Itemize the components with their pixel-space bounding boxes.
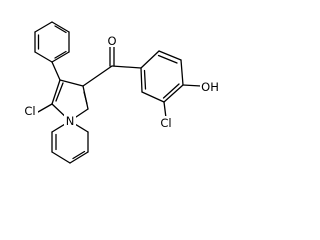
bond <box>141 91 165 103</box>
carbonyl-group <box>109 45 115 67</box>
bond <box>34 21 53 33</box>
phenyl-ring <box>34 21 70 63</box>
hydroxyl-label: OH <box>201 80 219 94</box>
double-bond-inner <box>55 82 64 102</box>
bond <box>182 84 202 87</box>
bond <box>180 59 184 86</box>
bond <box>34 51 53 63</box>
bond <box>163 84 184 103</box>
double-bond-inner <box>143 69 147 90</box>
double-bond-inner <box>54 50 67 59</box>
bond <box>163 101 167 119</box>
bond <box>59 79 84 87</box>
chlorine-label: Cl <box>24 104 35 118</box>
double-bond-inner <box>83 91 88 105</box>
pyrrole-ring <box>51 79 89 122</box>
double-bond-inner <box>157 54 178 64</box>
bond <box>51 21 70 33</box>
hydroxychlorophenyl-ring <box>140 50 184 103</box>
atom-label-nitrogen: N <box>64 114 76 128</box>
atom-label-chlorine-left: Cl <box>22 104 38 118</box>
bond <box>51 61 61 81</box>
double-bond-inner <box>162 83 180 99</box>
chlorine-label: Cl <box>160 116 171 130</box>
atom-label-oxygen: O <box>106 34 118 48</box>
bond <box>51 51 70 63</box>
double-bond-inner <box>72 150 86 160</box>
double-bond-inner <box>54 25 67 34</box>
bond <box>69 151 89 164</box>
bond <box>158 50 182 61</box>
pyridine-ring <box>51 120 89 164</box>
oxygen-label: O <box>107 34 116 48</box>
bond <box>51 79 61 105</box>
bond <box>111 65 142 69</box>
bond <box>140 67 143 93</box>
atom-label-chlorine-right: Cl <box>158 116 175 130</box>
bond <box>37 103 53 113</box>
bond <box>82 65 113 87</box>
nitrogen-label: N <box>66 114 75 128</box>
molecule-structure-diagram: O Cl N OH Cl <box>22 21 220 164</box>
atom-label-hydroxyl: OH <box>200 80 220 94</box>
bond <box>140 50 160 69</box>
bond <box>51 151 71 164</box>
